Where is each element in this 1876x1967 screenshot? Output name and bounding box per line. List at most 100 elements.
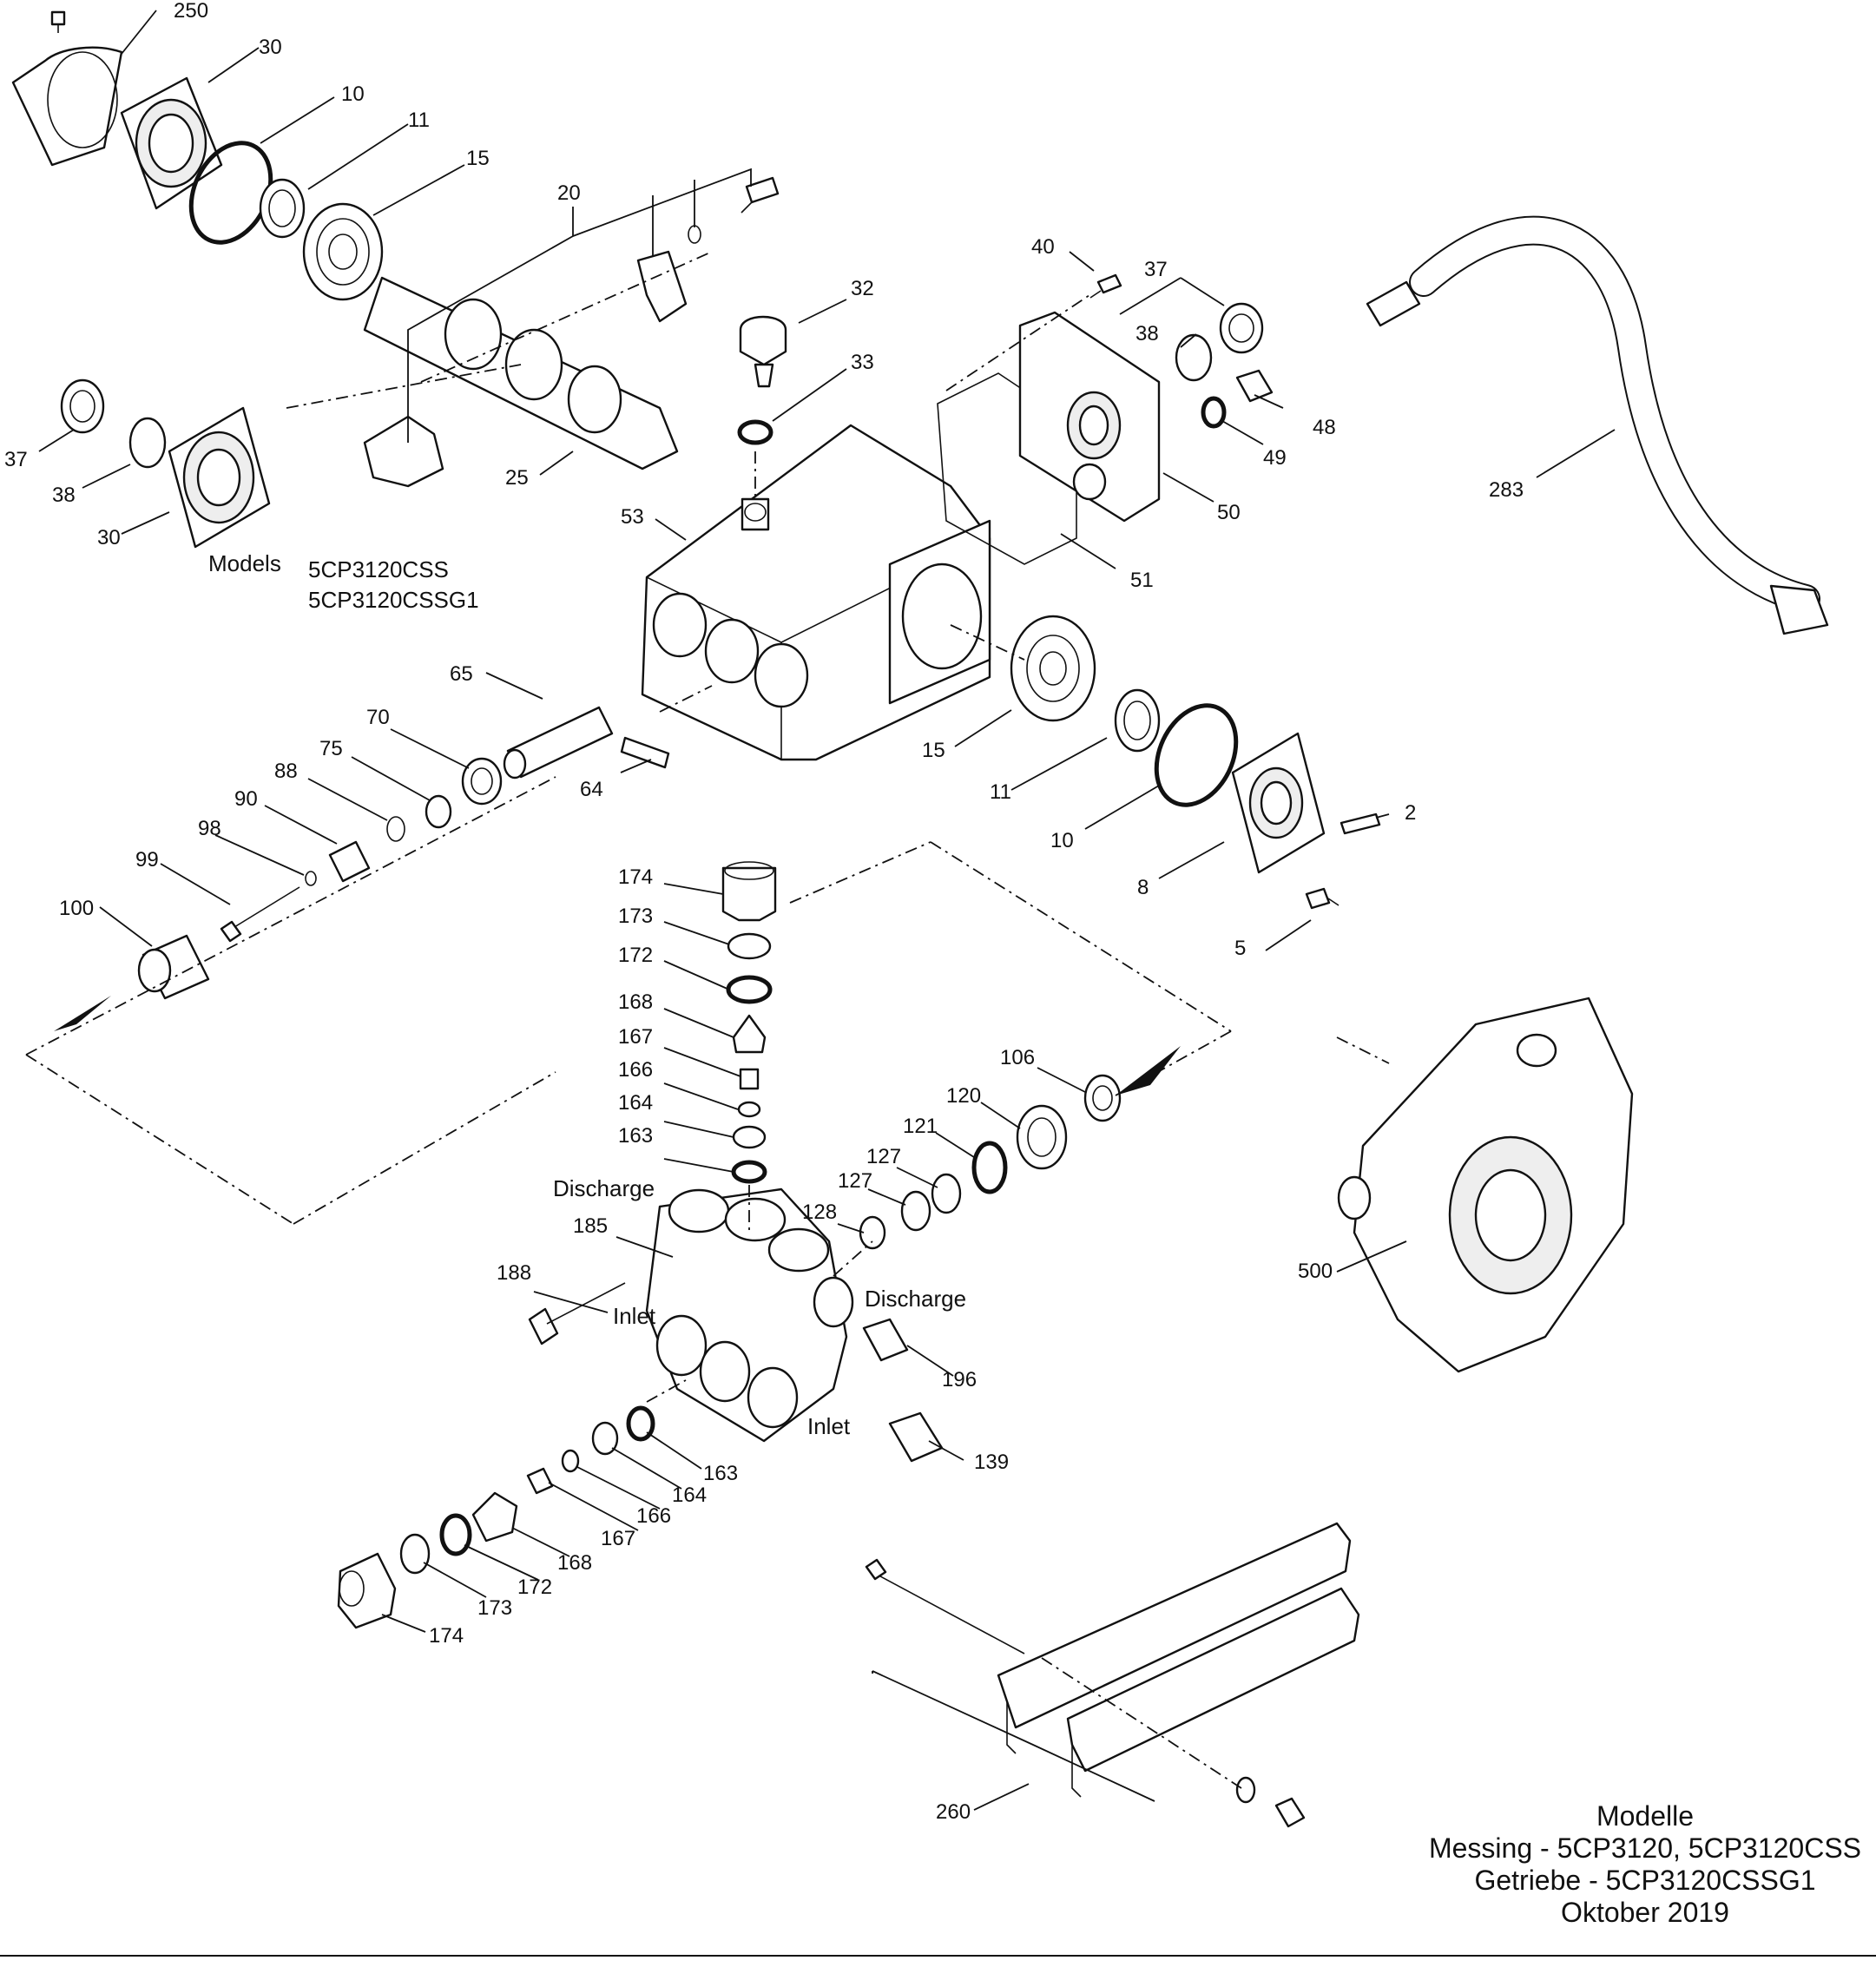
label-discharge-top: Discharge: [553, 1175, 655, 1201]
callout-99: 99: [135, 848, 159, 872]
callout-283: 283: [1489, 478, 1524, 502]
callout-53: 53: [621, 505, 644, 529]
callout-106: 106: [1000, 1046, 1035, 1069]
part-88-ring: [386, 816, 405, 842]
part-168-valve-retainer-bottom: [471, 1491, 518, 1543]
part-172-oring-bottom: [439, 1513, 472, 1556]
callout-173: 173: [477, 1596, 512, 1620]
part-49-oring: [1201, 396, 1227, 429]
part-75-washer: [425, 794, 452, 829]
callout-5: 5: [1234, 937, 1246, 960]
callout-173: 173: [618, 905, 653, 928]
callout-25: 25: [505, 466, 529, 490]
callout-174: 174: [618, 865, 653, 889]
part-98-washer: [305, 871, 317, 886]
part-250-shaft-cover: [11, 10, 123, 167]
label-inlet-bottom: Inlet: [807, 1413, 851, 1439]
callout-75: 75: [319, 737, 343, 760]
models-note: Models 5CP3120CSS 5CP3120CSSG1: [208, 550, 479, 613]
callout-30: 30: [97, 526, 121, 549]
part-100-plunger: [137, 934, 210, 1000]
part-5-screw: [1305, 887, 1340, 910]
part-64-wrist-pin: [620, 736, 670, 769]
part-106-seal: [1083, 1074, 1122, 1122]
part-65-plunger-rod: [503, 706, 614, 780]
callout-49: 49: [1263, 446, 1287, 470]
part-174-valve-plug-bottom: [337, 1552, 397, 1629]
callout-38: 38: [1135, 322, 1159, 345]
callout-168: 168: [618, 990, 653, 1014]
callout-65: 65: [450, 662, 473, 686]
part-139-fitting: [888, 1411, 944, 1463]
callout-128: 128: [802, 1201, 837, 1224]
callout-32: 32: [851, 277, 874, 300]
callout-labels: 250 30 10 11 15 20 37 38 30 25 40 37 38 …: [4, 0, 1524, 1824]
part-283-hose: [1366, 215, 1829, 635]
models-note-line2: 5CP3120CSSG1: [308, 587, 479, 613]
part-167-spring-bottom: [526, 1467, 554, 1495]
models-block-title: Modelle: [1596, 1800, 1694, 1832]
part-172-oring-top: [726, 975, 773, 1004]
part-500-gearbox: [1337, 997, 1634, 1373]
callout-167: 167: [618, 1025, 653, 1049]
part-33-oring: [737, 419, 773, 445]
callout-10: 10: [341, 82, 365, 106]
label-inlet-left: Inlet: [613, 1303, 656, 1329]
callout-51: 51: [1130, 569, 1154, 592]
callout-196: 196: [942, 1368, 977, 1391]
part-128-ring: [859, 1215, 886, 1250]
part-37-plug-left: [60, 378, 105, 434]
callout-166: 166: [618, 1058, 653, 1082]
part-40-screw: [1089, 273, 1122, 299]
leader-lines: [38, 10, 1616, 1811]
models-block-line2: Getriebe - 5CP3120CSSG1: [1474, 1865, 1815, 1896]
direction-arrows: [54, 996, 1181, 1095]
part-11-oil-seal-right: [1114, 688, 1161, 753]
part-168-valve-retainer-top: [732, 1014, 767, 1054]
callout-20: 20: [557, 181, 581, 205]
part-120-seal-retainer: [1016, 1104, 1068, 1170]
callout-164: 164: [618, 1091, 653, 1115]
models-note-label: Models: [208, 550, 281, 576]
part-163-oring-top: [731, 1160, 767, 1184]
models-block-date: Oktober 2019: [1561, 1897, 1729, 1928]
models-block-line1: Messing - 5CP3120, 5CP3120CSS: [1429, 1832, 1861, 1864]
callout-15: 15: [466, 147, 490, 170]
callout-8: 8: [1137, 876, 1149, 899]
callout-15: 15: [922, 739, 945, 762]
part-174-valve-plug-top: [721, 861, 777, 922]
part-8-bearing-cover-right: [1231, 732, 1326, 874]
part-173-backup-ring-bottom: [399, 1533, 431, 1575]
callout-33: 33: [851, 351, 874, 374]
part-38-washer-right: [1175, 333, 1213, 382]
part-164-valve-seat-top: [732, 1125, 767, 1149]
part-10-oring-right: [1154, 703, 1239, 807]
part-30-bearing-cover-top: [120, 76, 223, 210]
callout-38: 38: [52, 484, 76, 507]
models-block: Modelle Messing - 5CP3120, 5CP3120CSS Ge…: [1429, 1800, 1861, 1928]
callout-500: 500: [1298, 1260, 1333, 1283]
label-discharge-right: Discharge: [865, 1286, 966, 1312]
callout-139: 139: [974, 1451, 1009, 1474]
part-15-bearing-top: [302, 202, 384, 301]
part-70-seal: [461, 757, 503, 806]
callout-127: 127: [838, 1169, 872, 1193]
centerlines: [25, 251, 1390, 1789]
callout-98: 98: [198, 817, 221, 840]
part-127-seal-b: [900, 1190, 931, 1232]
part-164-valve-seat-bottom: [591, 1421, 619, 1456]
part-121-oring: [971, 1141, 1008, 1194]
part-38-washer-left: [128, 417, 167, 469]
callout-250: 250: [174, 0, 208, 23]
callout-2: 2: [1405, 801, 1416, 825]
callout-172: 172: [517, 1576, 552, 1599]
part-11-oil-seal-top: [259, 178, 306, 239]
callout-167: 167: [601, 1527, 635, 1550]
part-51-gasket: [937, 372, 1077, 565]
callout-120: 120: [946, 1084, 981, 1108]
part-185-manifold: [645, 1187, 854, 1443]
part-32-oil-filler-cap: [739, 315, 787, 388]
part-15-bearing-right: [1010, 615, 1096, 722]
page-bottom-rule: [0, 1955, 1876, 1957]
